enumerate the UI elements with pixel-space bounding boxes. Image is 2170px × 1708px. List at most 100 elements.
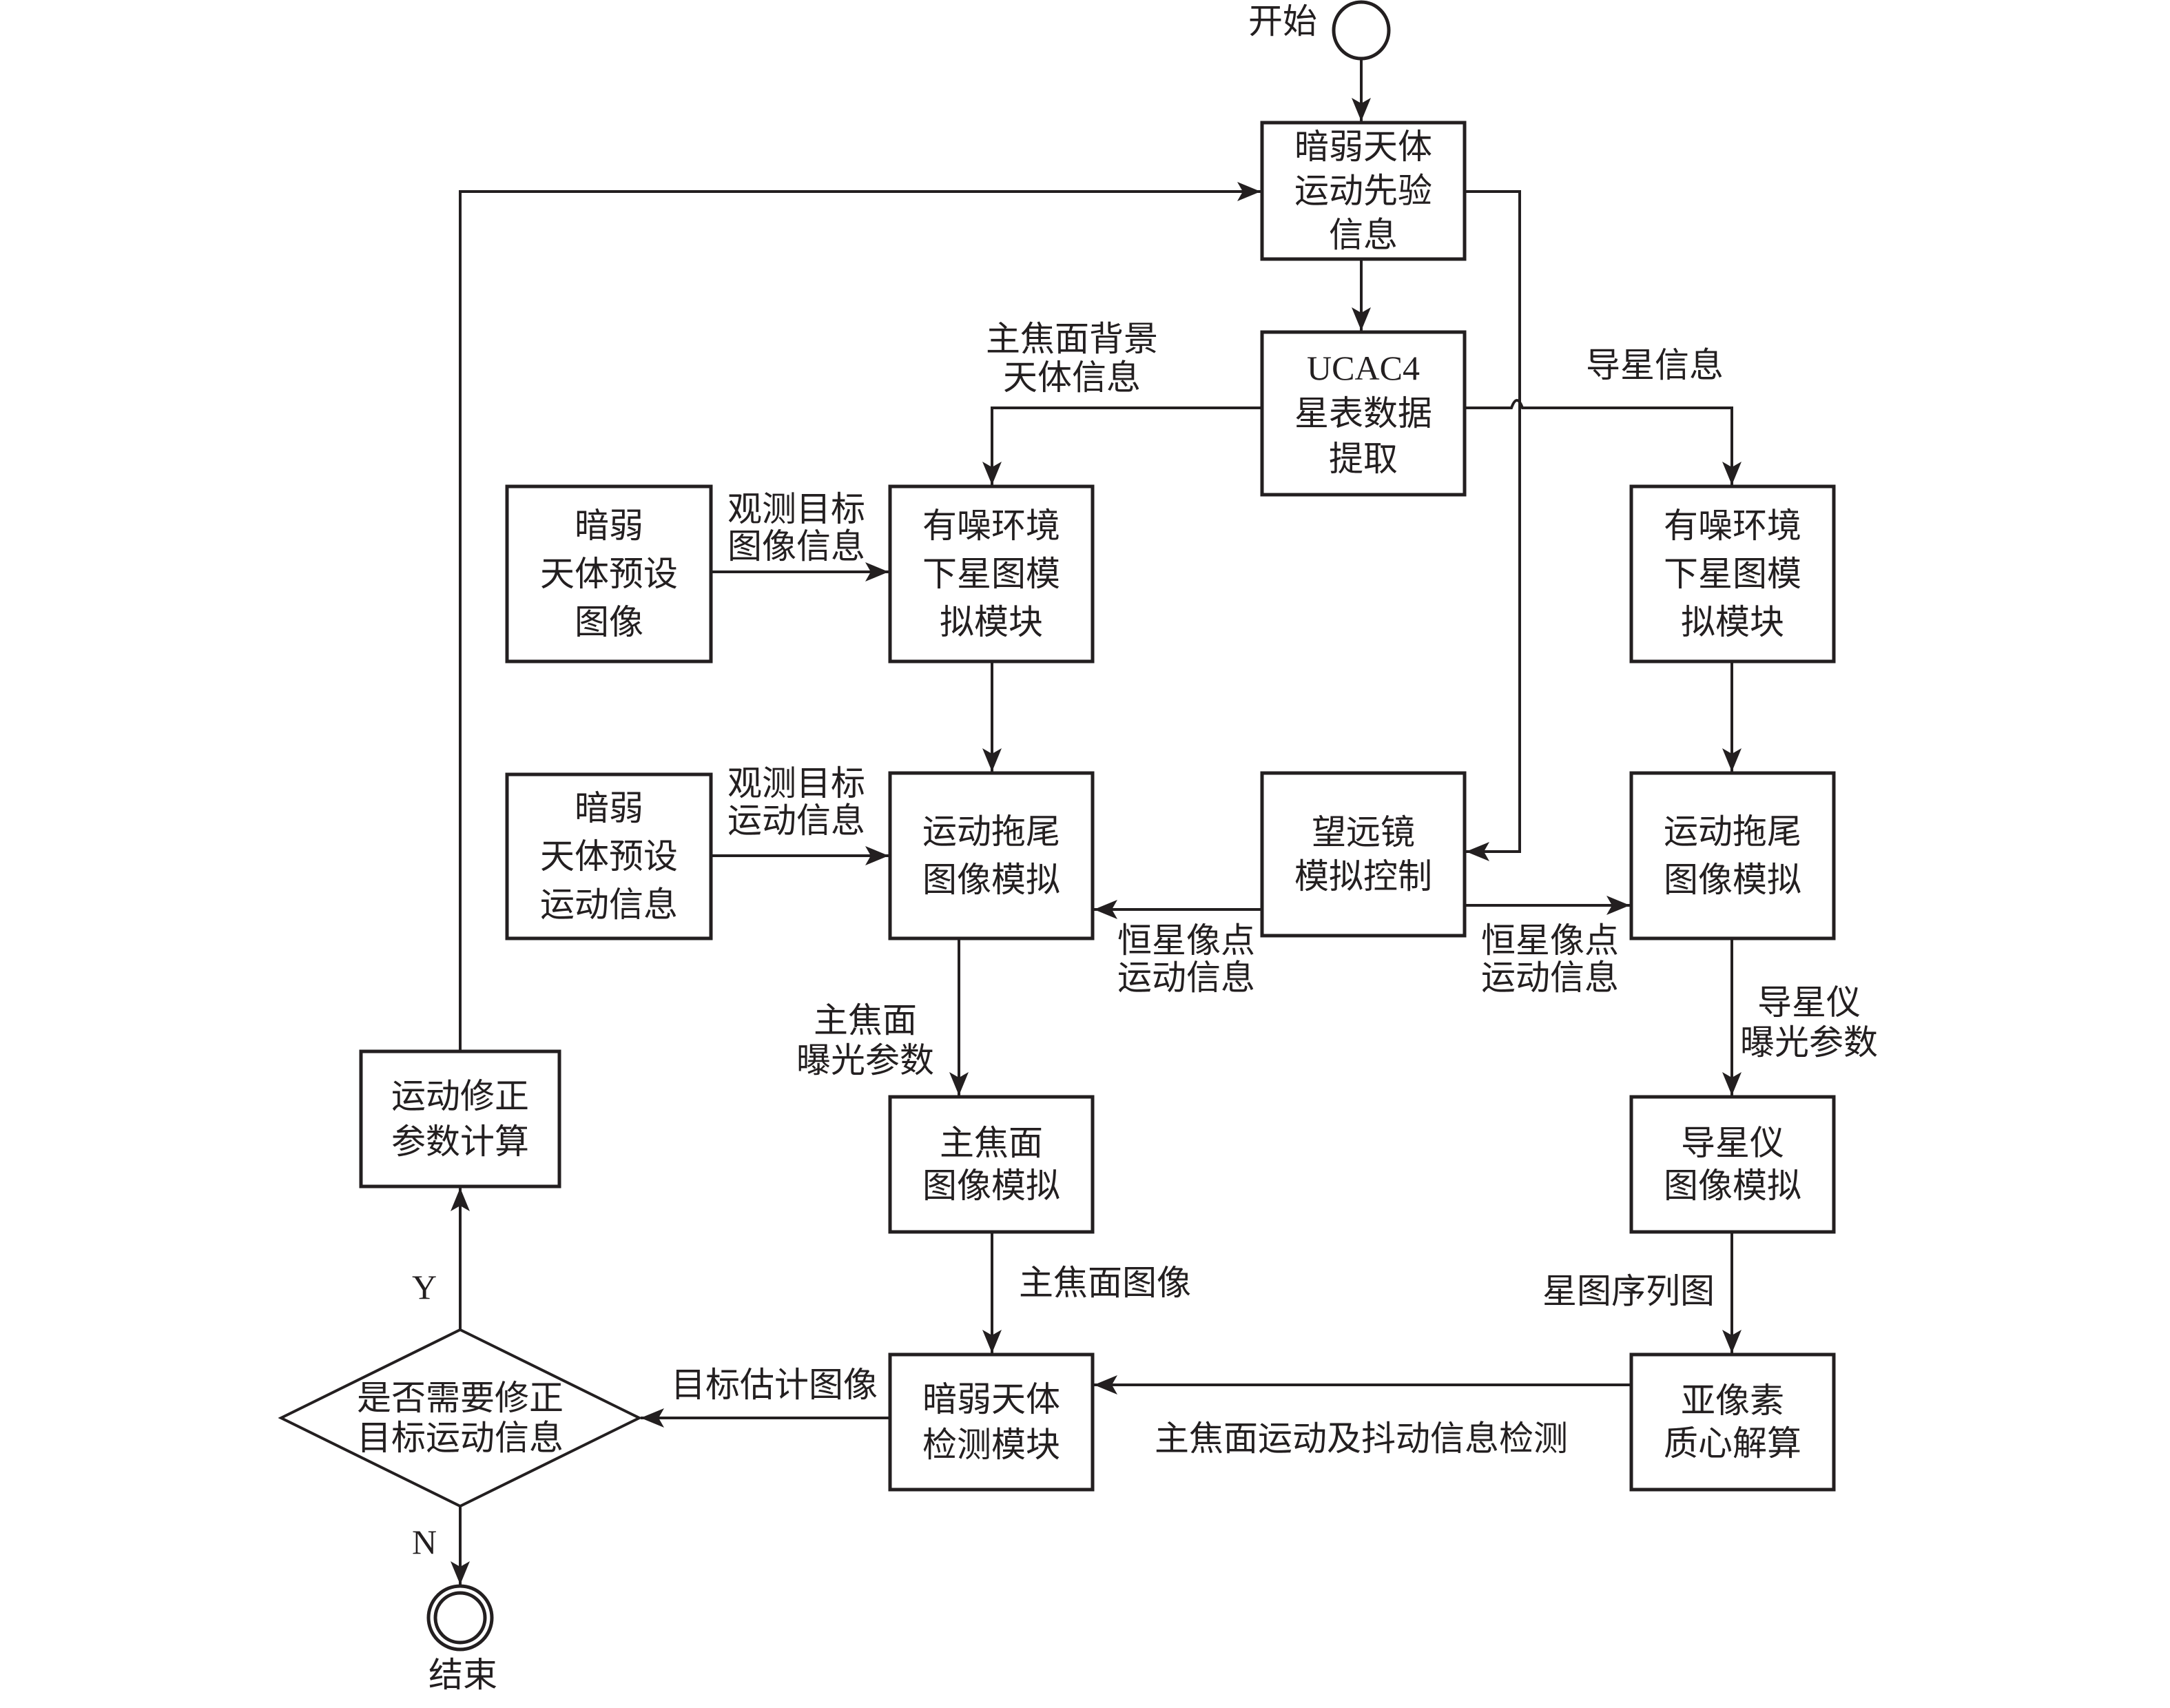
text-line: 图像模拟 [1664,861,1801,899]
text-line: 有噪环境 [1664,506,1801,545]
text-line: 质心解算 [1664,1424,1801,1463]
text-line: 恒星像点 [1481,921,1619,960]
process-box [1260,771,1467,938]
text-line: 观测目标 [727,490,865,528]
text-line: 运动拖尾 [1664,812,1801,851]
text-line: 图像信息 [727,527,865,566]
process-box [888,1095,1095,1234]
arrowhead-icon [949,1072,969,1095]
arrowhead-icon [1352,307,1371,331]
text-line: 信息 [1329,216,1398,254]
text-line: 运动信息 [1117,958,1255,997]
arrowhead-icon [1094,900,1117,919]
process-box [888,484,1095,663]
edge-ucac4-to-noisy-right [1465,399,1733,485]
text-line: 导星仪 [1757,983,1861,1022]
text-line: 运动修正 [391,1077,529,1115]
arrowhead-icon [1606,896,1630,915]
text-line: 暗弱 [575,789,643,827]
text-line: 主焦面运动及抖动信息检测 [1155,1419,1568,1458]
edge-prior-to-telescope [1465,190,1521,853]
process-box [505,484,713,663]
arrowhead-icon [1722,1072,1742,1095]
edge-label-target-estimate: 目标估计图像 [671,1366,878,1404]
text-line: 天体预设 [540,837,678,876]
text-line: 主焦面背景 [986,320,1158,358]
text-line: 是否需要修正 [357,1379,564,1417]
arrowhead-icon [1237,182,1261,201]
arrowhead-icon [641,1408,664,1428]
text-line: 天体信息 [1003,358,1141,397]
text-line: 暗弱天体 [922,1380,1060,1419]
process-box [1260,330,1467,497]
process-box [1629,484,1836,663]
text-line: N [412,1523,437,1561]
text-line: 观测目标 [727,764,865,803]
arrowhead-icon [451,1561,470,1585]
text-line: 有噪环境 [922,506,1060,545]
text-line: 主焦面 [814,1001,917,1040]
process-box [888,771,1095,940]
edge-label-no: N [412,1523,437,1561]
text-line: 导星信息 [1586,346,1724,384]
edge-ucac4-to-noisy-left [991,407,1262,485]
text-line: 运动先验 [1294,172,1432,210]
edge-label-main-image: 主焦面图像 [1019,1264,1191,1302]
text-line: 图像模拟 [922,1166,1060,1205]
text-line: 导星仪 [1681,1124,1784,1162]
text-line: 星表数据 [1294,394,1432,433]
process-box [505,772,713,940]
arrowhead-icon [865,562,889,582]
arrowhead-icon [1722,1330,1742,1353]
process-box [888,1352,1095,1492]
decision-diamond [278,1328,643,1508]
text-line: 图像模拟 [922,861,1060,899]
text-line: 天体预设 [540,555,678,593]
arrowhead-icon [1722,462,1742,485]
text-line: 暗弱天体 [1294,127,1432,166]
arrowhead-icon [982,748,1002,772]
text-line: 图像模拟 [1664,1166,1801,1205]
text-line: 曝光参数 [1740,1023,1878,1062]
edge-label-yes: Y [412,1268,437,1306]
process-box [1260,121,1467,261]
process-box [1629,1352,1836,1492]
process-box [1629,771,1836,940]
text-line: 下星图模 [922,555,1060,593]
edge-label-jitter-detect: 主焦面运动及抖动信息检测 [1155,1419,1568,1458]
edge-label-guide-star-info: 导星信息 [1586,346,1724,384]
text-line: 提取 [1329,440,1398,478]
text-line: Y [412,1268,437,1306]
end-label: 结束 [428,1656,497,1694]
text-line: 星图序列图 [1542,1272,1715,1310]
